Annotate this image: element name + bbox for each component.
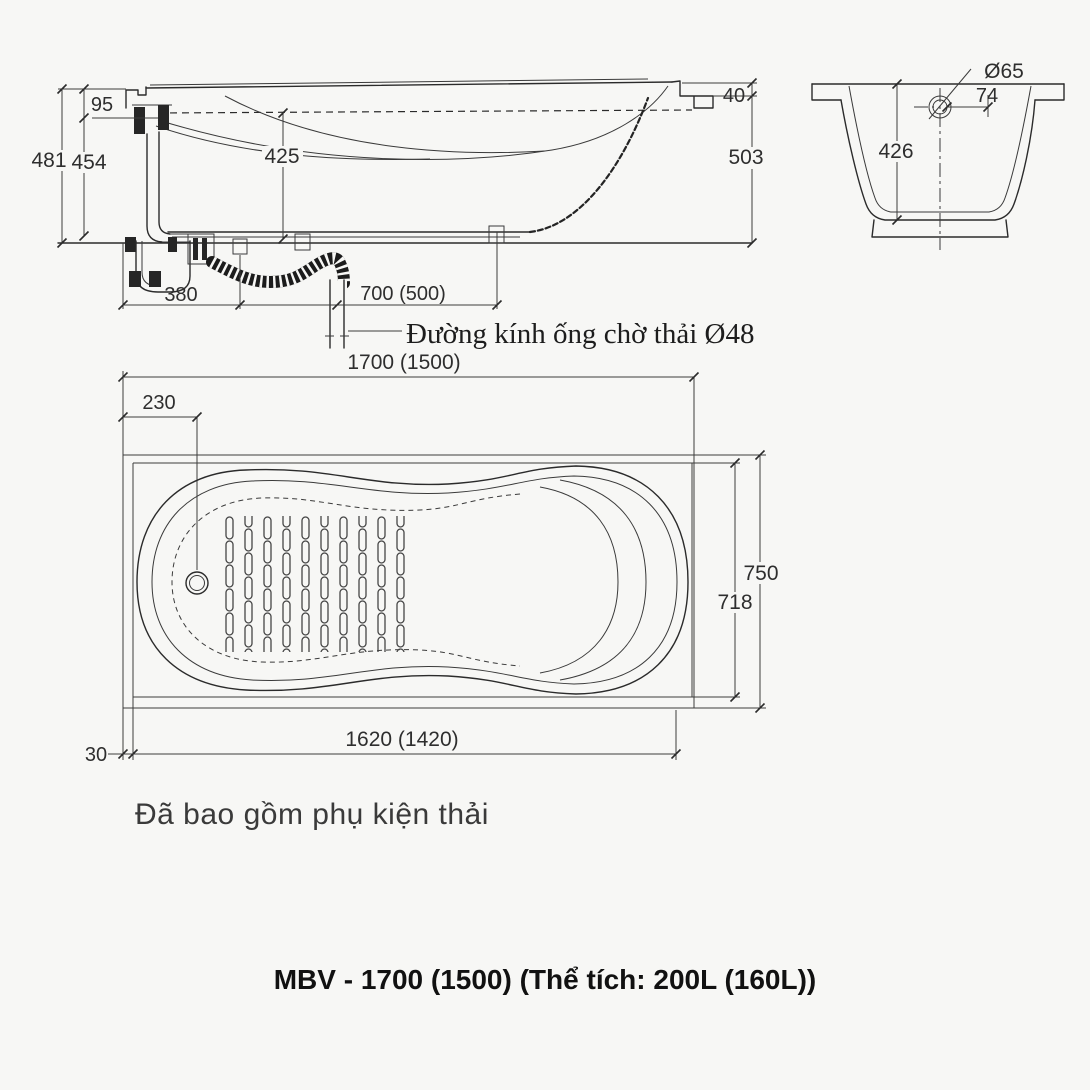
dim-label-718: 718: [717, 591, 752, 614]
section-inner-wall: [848, 85, 1032, 213]
waterline: [157, 109, 693, 114]
section-pedestal: [871, 219, 1009, 238]
included-accessories-note: Đã bao gồm phụ kiện thải: [135, 798, 489, 831]
overflow-pipe: [132, 104, 190, 243]
model-title: MBV - 1700 (1500) (Thể tích: 200L (160L)…: [274, 964, 817, 995]
dim-label-481: 481: [31, 149, 66, 172]
overflow-leader: [928, 68, 972, 120]
dimension-labels: 95 454 481 425 40 503 380 700 (500) Đườn…: [30, 60, 1024, 766]
side-view: [57, 78, 757, 351]
bowl-outer-outline: [136, 465, 689, 695]
dim-label-425: 425: [264, 145, 299, 168]
anti-slip-pattern: [222, 516, 412, 652]
tub-foot-left: [294, 233, 311, 251]
drain-trap: [125, 233, 215, 293]
drain-boss: [232, 238, 248, 255]
drain-pipe-callout: Đường kính ống chờ thải Ø48: [406, 318, 754, 350]
dim-label-750: 750: [743, 562, 778, 585]
dim-label-230: 230: [142, 392, 175, 414]
bowl-seat-outline: [171, 493, 521, 667]
tub-rim-left-step: [125, 86, 147, 109]
dim-label-d65: Ø65: [984, 60, 1024, 83]
bowl-inner-outline: [151, 475, 678, 685]
dim-label-74: 74: [976, 85, 998, 107]
plan-frame-lines: [108, 371, 766, 760]
tub-rim-right-step: [671, 80, 714, 109]
section-view: [811, 68, 1065, 250]
tub-rim-back-line: [149, 78, 649, 86]
dim-label-1700-1500: 1700 (1500): [347, 351, 460, 374]
hose-ribs: [209, 252, 350, 289]
headrest-arc-outer: [559, 479, 647, 681]
plan-view: [108, 371, 766, 760]
drain-outlet-fitting: [187, 233, 215, 265]
dim-label-30: 30: [85, 744, 107, 766]
drain-standpipe: [329, 279, 345, 349]
tub-back-slope: [528, 96, 650, 234]
section-flange-right: [1034, 83, 1065, 101]
dim-label-426: 426: [878, 140, 913, 163]
dim-label-40: 40: [723, 85, 745, 107]
dimension-ticks: [56, 77, 994, 760]
overflow-fitting-flange-right: [158, 105, 169, 130]
dim-label-95: 95: [91, 94, 113, 116]
overflow-fitting-flange-left: [134, 107, 145, 134]
tub-inner-curve-2: [224, 95, 546, 154]
dim-label-700-500: 700 (500): [360, 283, 446, 305]
dim-label-454: 454: [71, 151, 106, 174]
headrest-arc-inner: [539, 486, 619, 674]
drain-hose: [206, 252, 350, 351]
tub-rim-top-line: [145, 81, 673, 89]
dim-label-380: 380: [164, 284, 197, 306]
dim-label-1620-1420: 1620 (1420): [345, 728, 458, 751]
drain-circle: [185, 571, 209, 595]
section-flange-left: [811, 83, 842, 101]
dim-label-503: 503: [728, 146, 763, 169]
